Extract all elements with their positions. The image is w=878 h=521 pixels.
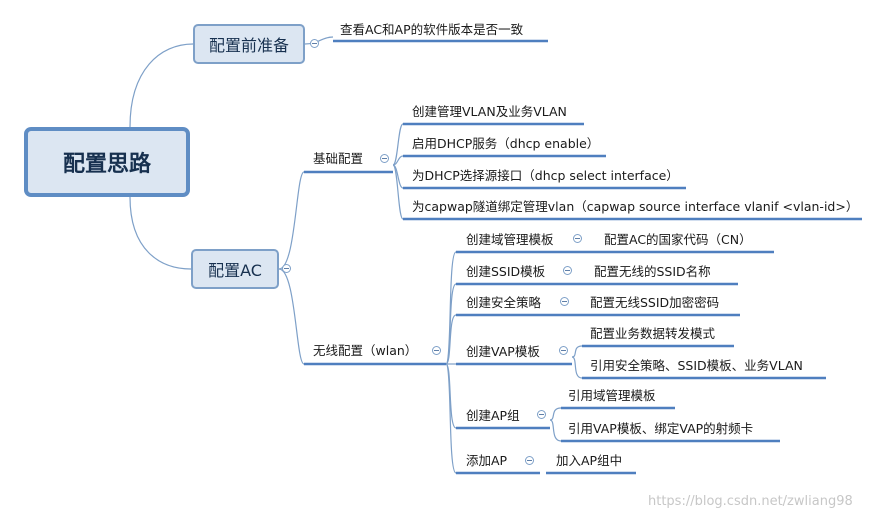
root-node[interactable]: 配置思路: [24, 127, 190, 197]
collapse-icon[interactable]: [310, 39, 319, 48]
node-wlan-config[interactable]: 无线配置（wlan）: [313, 343, 418, 358]
link-wlan-g6: [445, 363, 457, 474]
collapse-icon[interactable]: [537, 410, 546, 419]
node-vap-template[interactable]: 创建VAP模板: [466, 344, 540, 359]
item-apgroup-2: 引用VAP模板、绑定VAP的射频卡: [568, 421, 754, 436]
item-ssid-1: 配置无线的SSID名称: [594, 264, 711, 279]
item-vap-1: 配置业务数据转发模式: [590, 326, 716, 341]
link-wlan-g5: [445, 363, 457, 429]
collapse-icon[interactable]: [573, 234, 582, 243]
link-basic-2: [392, 155, 404, 166]
node-basic-config[interactable]: 基础配置: [313, 151, 364, 166]
link-root-prepare: [129, 43, 194, 128]
item-check-version: 查看AC和AP的软件版本是否一致: [340, 22, 524, 37]
link-ac-wlan: [278, 268, 305, 365]
collapse-icon[interactable]: [525, 456, 534, 465]
collapse-icon[interactable]: [560, 297, 569, 306]
item-vap-2: 引用安全策略、SSID模板、业务VLAN: [590, 358, 803, 373]
collapse-icon[interactable]: [559, 346, 568, 355]
link-basic-4: [392, 164, 404, 220]
item-domain-1: 配置AC的国家代码（CN）: [604, 232, 752, 247]
link-prepare-item: [304, 36, 334, 45]
node-security-policy[interactable]: 创建安全策略: [466, 295, 542, 310]
item-security-1: 配置无线SSID加密密码: [590, 295, 720, 310]
link-root-ac: [129, 196, 192, 270]
node-prepare[interactable]: 配置前准备: [193, 24, 305, 64]
collapse-icon[interactable]: [282, 264, 291, 273]
item-addap-1: 加入AP组中: [556, 453, 623, 468]
link-ac-basic: [278, 171, 305, 270]
item-apgroup-1: 引用域管理模板: [568, 388, 656, 403]
item-basic-1: 创建管理VLAN及业务VLAN: [412, 104, 567, 119]
link-g4-a: [571, 345, 583, 358]
link-g4-b: [571, 356, 583, 379]
node-ap-group[interactable]: 创建AP组: [466, 408, 520, 423]
collapse-icon[interactable]: [380, 154, 389, 163]
item-basic-2: 启用DHCP服务（dhcp enable）: [412, 136, 600, 151]
node-config-ac[interactable]: 配置AC: [191, 249, 279, 289]
watermark: https://blog.csdn.net/zwliang98: [648, 494, 853, 509]
link-g5-a: [549, 407, 562, 421]
link-g5-b: [549, 419, 562, 442]
node-add-ap[interactable]: 添加AP: [466, 453, 508, 468]
link-wlan-g3: [445, 314, 457, 365]
link-basic-1: [392, 123, 404, 166]
collapse-icon[interactable]: [432, 346, 441, 355]
item-basic-4: 为capwap隧道绑定管理vlan（capwap source interfac…: [412, 199, 859, 214]
node-domain-template[interactable]: 创建域管理模板: [466, 232, 554, 247]
item-basic-3: 为DHCP选择源接口（dhcp select interface）: [412, 168, 679, 183]
collapse-icon[interactable]: [563, 266, 572, 275]
node-ssid-template[interactable]: 创建SSID模板: [466, 264, 546, 279]
